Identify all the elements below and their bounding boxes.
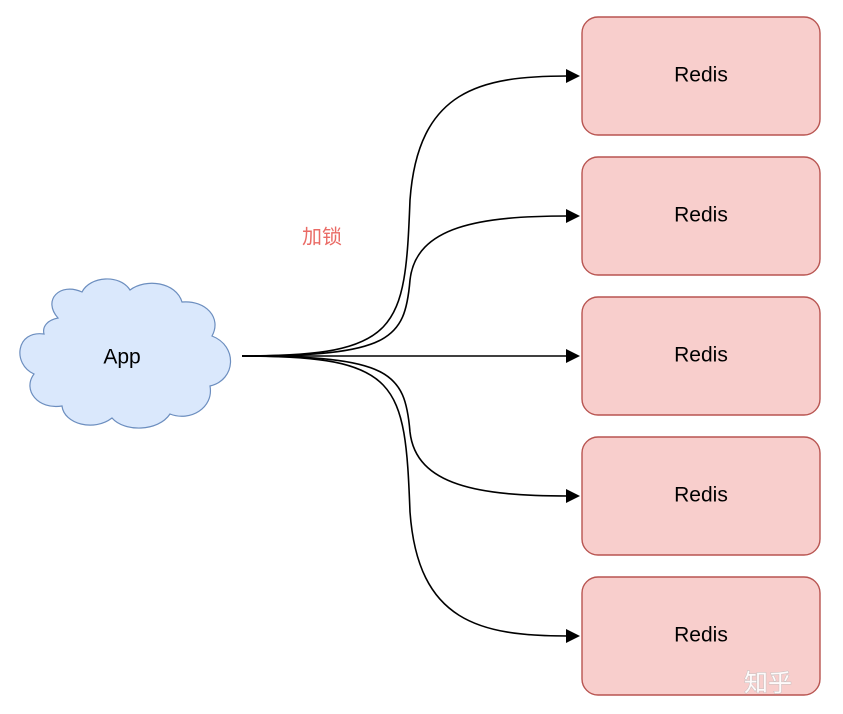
arrowhead-1 bbox=[566, 69, 580, 83]
edge-to-redis-1 bbox=[241, 75, 569, 357]
redis-label: Redis bbox=[674, 64, 728, 87]
redis-node-5[interactable]: Redis bbox=[581, 576, 821, 696]
redis-label: Redis bbox=[674, 204, 728, 227]
redis-box bbox=[581, 576, 821, 696]
arrowhead-4 bbox=[566, 489, 580, 503]
app-label: App bbox=[103, 346, 140, 369]
app-cloud-node[interactable]: App bbox=[19, 278, 232, 429]
redis-label: Redis bbox=[674, 344, 728, 367]
arrowhead-2 bbox=[566, 209, 580, 223]
redis-node-3[interactable]: Redis bbox=[581, 296, 821, 416]
edge-to-redis-5 bbox=[241, 355, 569, 637]
redis-node-1[interactable]: Redis bbox=[581, 16, 821, 136]
zhihu-watermark: 知乎 bbox=[744, 669, 792, 697]
lock-edge-label: 加锁 bbox=[302, 225, 342, 249]
cloud-shape bbox=[19, 278, 232, 429]
edge-to-redis-2 bbox=[241, 215, 569, 357]
redis-node-4[interactable]: Redis bbox=[581, 436, 821, 556]
edge-to-redis-4 bbox=[241, 355, 569, 497]
edges bbox=[241, 69, 580, 643]
redis-box bbox=[581, 16, 821, 136]
redis-label: Redis bbox=[674, 484, 728, 507]
redis-box bbox=[581, 156, 821, 276]
redis-box bbox=[581, 296, 821, 416]
redis-box bbox=[581, 436, 821, 556]
arrowhead-3 bbox=[566, 349, 580, 363]
redis-label: Redis bbox=[674, 624, 728, 647]
arrowhead-5 bbox=[566, 629, 580, 643]
redis-node-2[interactable]: Redis bbox=[581, 156, 821, 276]
